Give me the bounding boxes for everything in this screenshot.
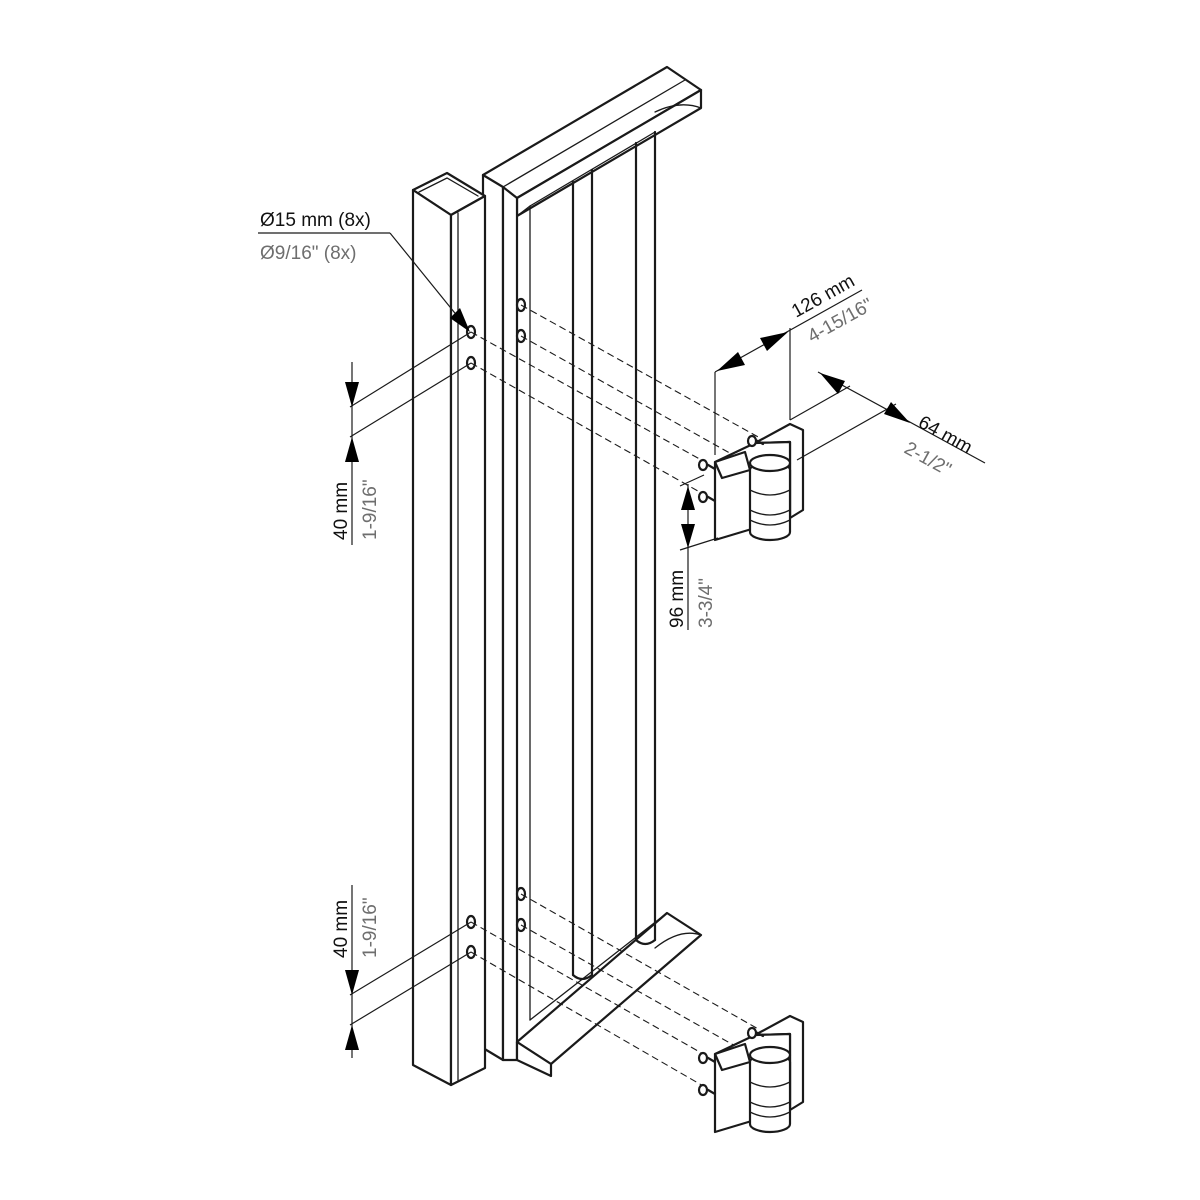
alignment-lines (470, 304, 761, 1088)
bottom-hole-spacing-dimension: 40 mm 1-9/16" (331, 885, 472, 1058)
hinge-height-metric: 96 mm (667, 570, 688, 628)
gate-frame (481, 65, 703, 1078)
hole-diameter-callout: Ø15 mm (8x) Ø9/16" (8x) (258, 210, 470, 332)
hole-callout-imperial: Ø9/16" (8x) (260, 243, 357, 264)
bottom-spacing-metric: 40 mm (331, 900, 352, 958)
hinge-bottom (697, 1014, 805, 1134)
hinge-height-dimension: 96 mm 3-3/4" (667, 474, 719, 630)
top-hole-spacing-dimension: 40 mm 1-9/16" (331, 331, 472, 545)
top-spacing-metric: 40 mm (331, 482, 352, 540)
gate-post (411, 171, 487, 1087)
hole-callout-metric: Ø15 mm (8x) (260, 210, 371, 231)
hinge-height-imperial: 3-3/4" (696, 578, 717, 628)
top-spacing-imperial: 1-9/16" (360, 479, 381, 540)
hinge-depth-dimension: 64 mm 2-1/2" (789, 371, 986, 481)
bottom-spacing-imperial: 1-9/16" (360, 897, 381, 958)
hinge-top (697, 422, 805, 542)
